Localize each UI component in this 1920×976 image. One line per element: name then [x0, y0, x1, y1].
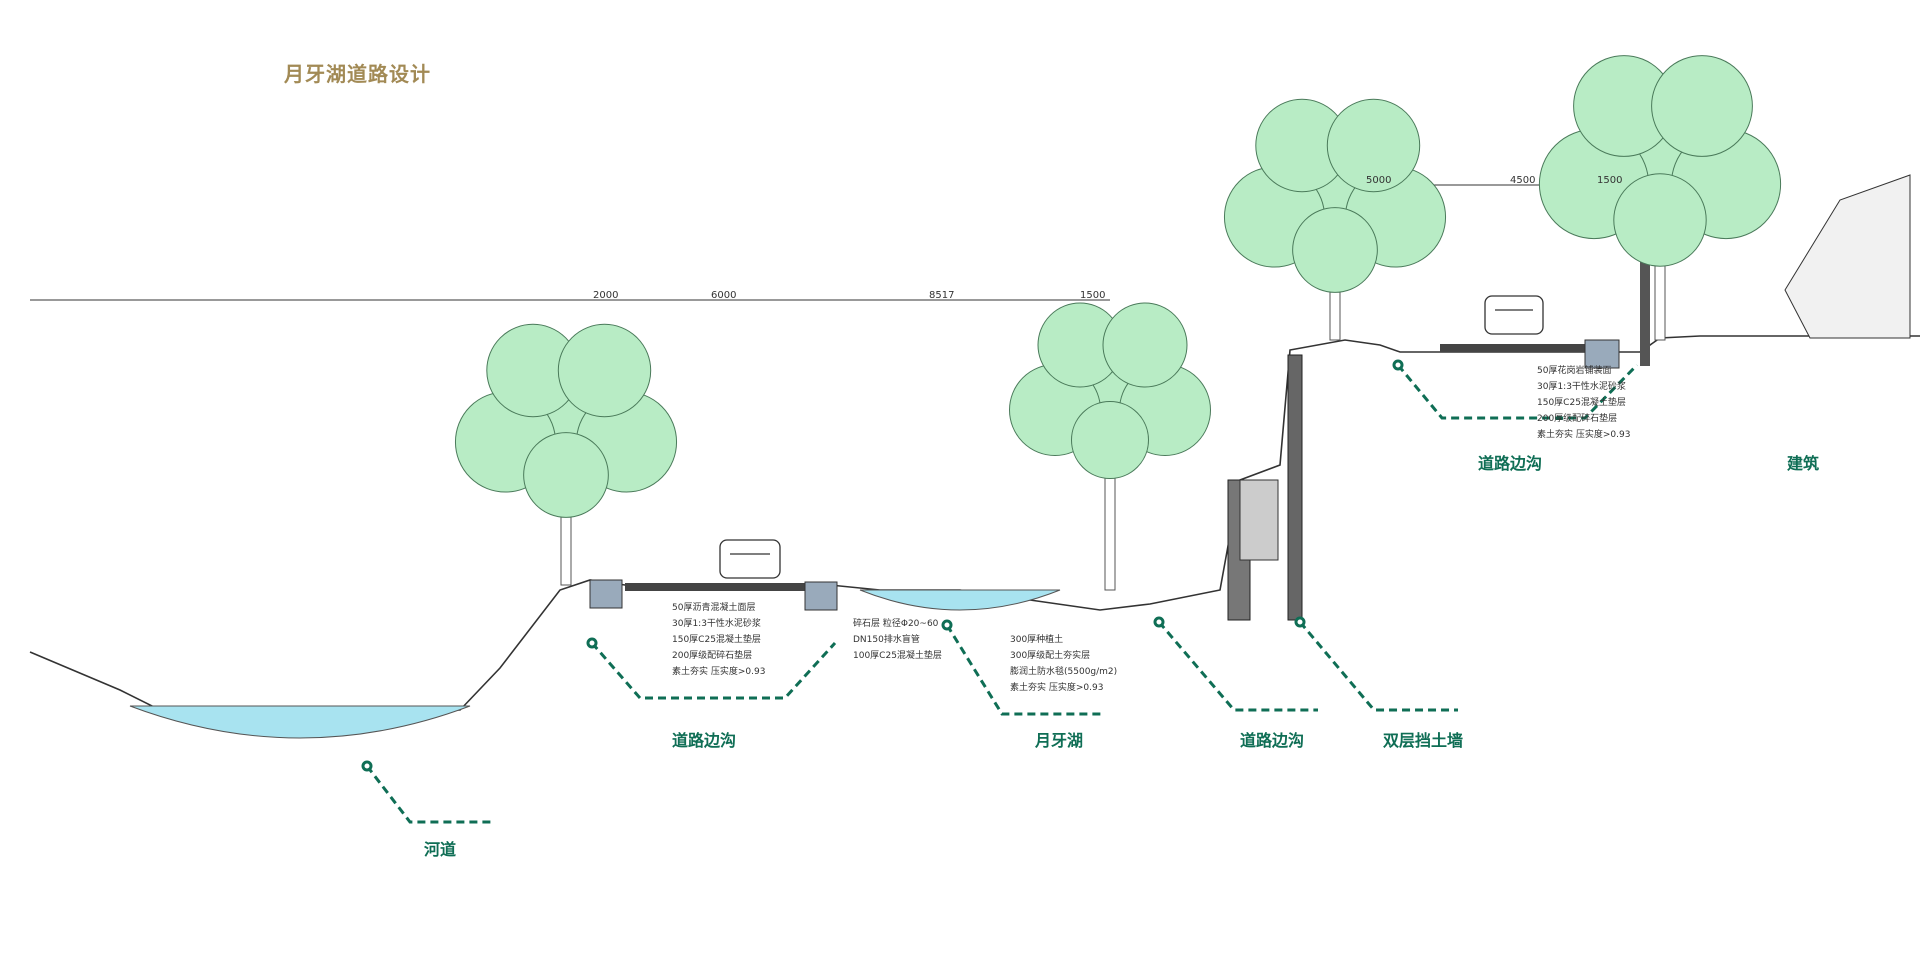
spec-ditch-line: 100厚C25混凝土垫层 [853, 651, 942, 661]
building-post [1640, 262, 1650, 366]
tree-1 [454, 323, 678, 586]
dim-label-4: 1500 [1080, 290, 1106, 301]
terrain-line [29, 335, 1920, 711]
spec-left-line: 50厚沥青混凝土面层 [672, 603, 756, 613]
ditch-box-1 [589, 579, 623, 609]
tree-4 [1538, 55, 1782, 341]
tree-3 [1223, 98, 1447, 341]
spec-right: 50厚花岗岩铺装面 30厚1:3干性水泥砂浆 150厚C25混凝土垫层 200厚… [1537, 363, 1630, 443]
spec-mid-line: 素土夯实 压实度>0.93 [1010, 683, 1104, 693]
spec-left-line: 素土夯实 压实度>0.93 [672, 667, 766, 677]
callout-wall: 双层挡土墙 [1383, 731, 1464, 750]
retaining-wall-outer [1287, 354, 1303, 621]
retaining-wall-stone [1239, 479, 1279, 561]
spec-ditch-line: DN150排水盲管 [853, 635, 920, 645]
ditch-box-2 [804, 581, 838, 611]
spec-left-line: 150厚C25混凝土垫层 [672, 635, 761, 645]
spec-mid: 300厚种植土 300厚级配土夯实层 膨润土防水毯(5500g/m2) 素土夯实… [1010, 632, 1117, 696]
ditch-box-3 [1584, 339, 1620, 369]
dim-label-2: 6000 [711, 290, 737, 301]
road-1 [625, 583, 815, 591]
page-title: 月牙湖道路设计 [284, 62, 431, 86]
dim-label-7: 1500 [1597, 175, 1623, 186]
callout-ditch-2: 道路边沟 [1240, 731, 1305, 750]
callout-lake: 月牙湖 [1035, 731, 1084, 750]
dim-label-5: 5000 [1366, 175, 1392, 186]
lake-water [859, 589, 1061, 611]
spec-mid-line: 300厚级配土夯实层 [1010, 651, 1091, 661]
spec-right-line: 200厚级配碎石垫层 [1537, 414, 1618, 424]
car-icon-1 [719, 539, 781, 579]
river-water [129, 705, 471, 739]
spec-left: 50厚沥青混凝土面层 30厚1:3干性水泥砂浆 150厚C25混凝土垫层 200… [672, 600, 765, 680]
tree-2 [1009, 302, 1211, 591]
spec-left-line: 200厚级配碎石垫层 [672, 651, 753, 661]
ground-profile [29, 335, 1920, 711]
road-2 [1440, 344, 1590, 352]
callout-building: 建筑 [1787, 454, 1820, 473]
spec-right-line: 150厚C25混凝土垫层 [1537, 398, 1626, 408]
spec-ditch: 碎石层 粒径Φ20~60 DN150排水盲管 100厚C25混凝土垫层 [853, 616, 942, 664]
spec-left-line: 30厚1:3干性水泥砂浆 [672, 619, 761, 629]
spec-right-line: 素土夯实 压实度>0.93 [1537, 430, 1631, 440]
callout-river: 河道 [424, 840, 457, 859]
spec-mid-line: 膨润土防水毯(5500g/m2) [1010, 667, 1118, 677]
spec-mid-line: 300厚种植土 [1010, 635, 1064, 645]
dim-label-1: 2000 [593, 290, 619, 301]
callout-ditch-1: 道路边沟 [672, 731, 737, 750]
spec-ditch-line: 碎石层 粒径Φ20~60 [853, 619, 939, 629]
car-icon-2 [1484, 295, 1544, 335]
spec-right-line: 30厚1:3干性水泥砂浆 [1537, 382, 1626, 392]
dim-label-6: 4500 [1510, 175, 1536, 186]
spec-right-line: 50厚花岗岩铺装面 [1537, 366, 1612, 376]
callout-ditch-3: 道路边沟 [1478, 454, 1543, 473]
dim-label-3: 8517 [929, 290, 955, 301]
building-outline [1784, 174, 1911, 339]
